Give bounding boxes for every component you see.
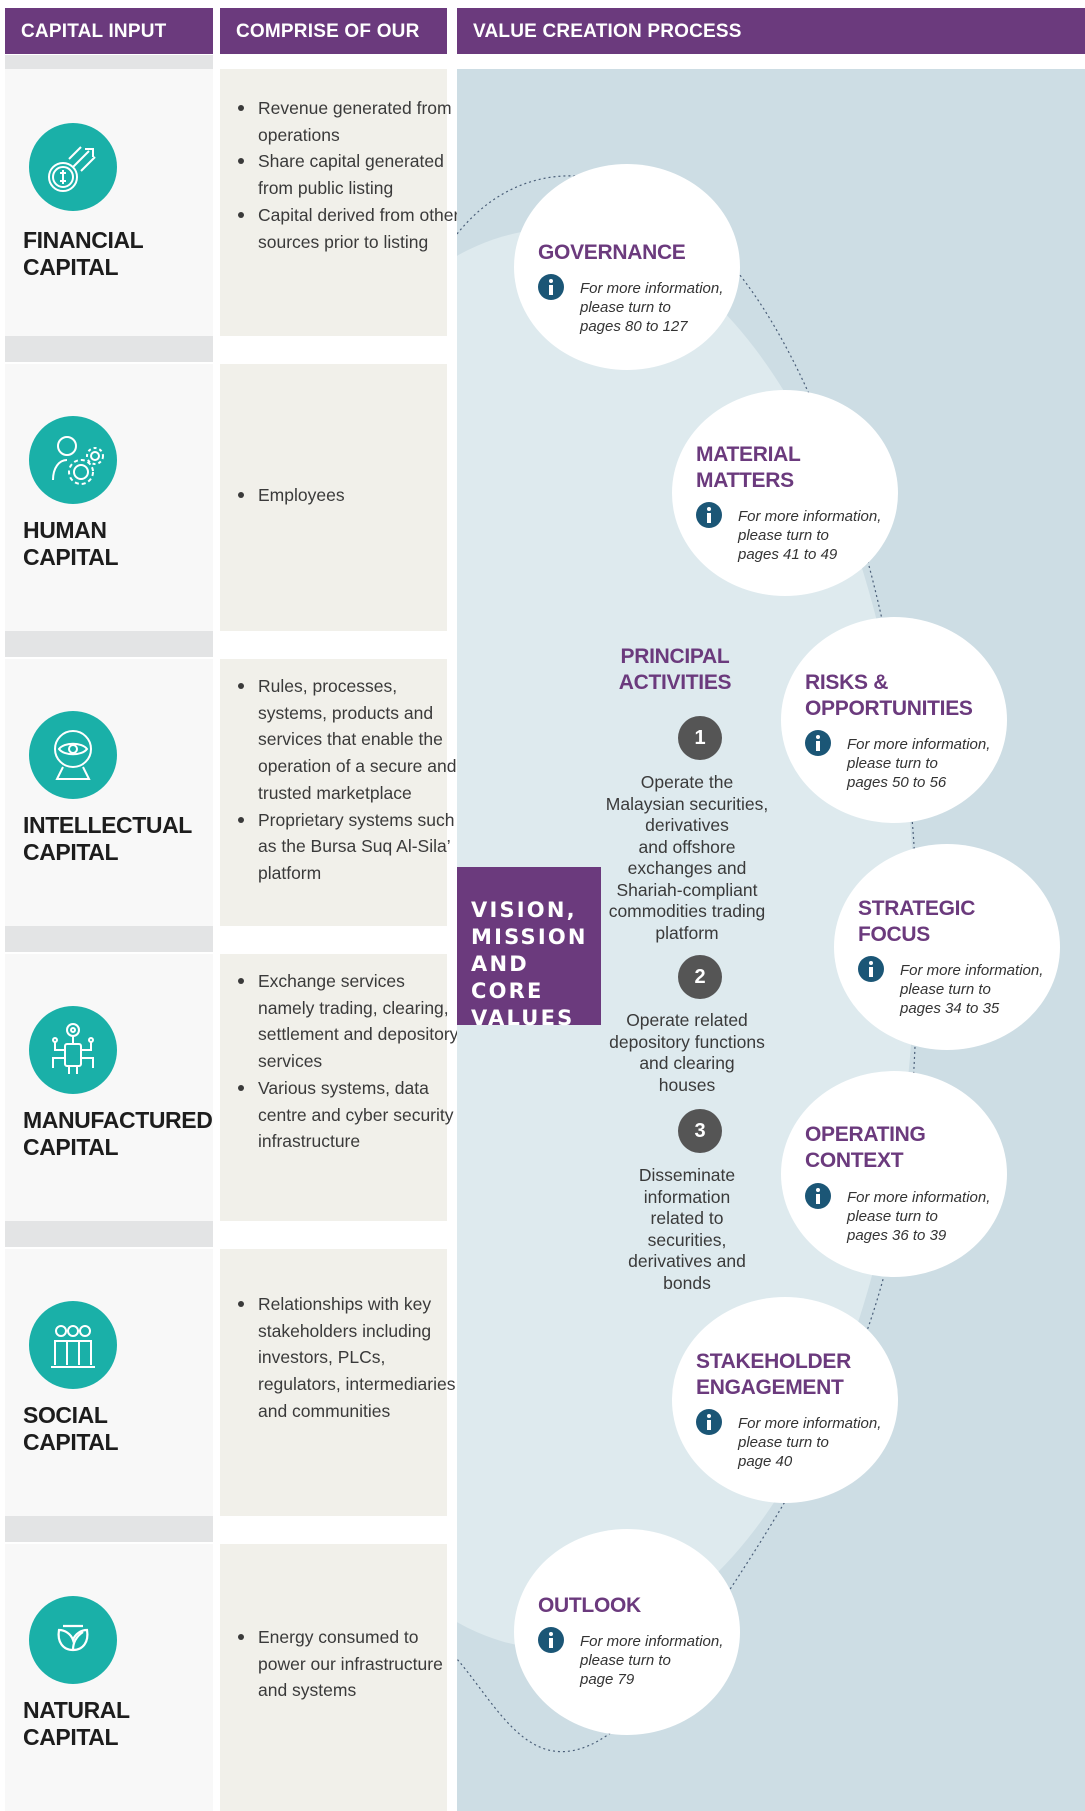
people-group-icon: [29, 1301, 117, 1389]
eye-head-icon: [29, 711, 117, 799]
separator: [5, 1516, 213, 1542]
bubble-note: For more information, please turn to pag…: [847, 736, 991, 791]
separator: [5, 55, 213, 69]
separator: [5, 926, 213, 952]
separator: [5, 631, 213, 657]
list-item: Rules, processes, systems, products and …: [238, 673, 463, 807]
money-growth-icon: [29, 123, 117, 211]
list-item: Share capital generated from public list…: [238, 148, 463, 201]
separator: [5, 336, 213, 362]
list-item: Revenue generated from operations: [238, 95, 463, 148]
stakeholder-engagement-bubble: STAKEHOLDER ENGAGEMENT For more informat…: [672, 1297, 898, 1503]
principal-activities-title: PRINCIPAL ACTIVITIES: [618, 645, 732, 694]
bubble-title: MATERIAL MATTERS: [696, 443, 801, 492]
bubble-note: For more information, please turn to pag…: [580, 280, 724, 335]
list-item: Proprietary systems such as the Bursa Su…: [238, 807, 463, 887]
social-capital-cell: SOCIAL CAPITAL: [5, 1249, 213, 1516]
activity-number-1: 1: [678, 716, 722, 760]
info-icon: [805, 1183, 831, 1209]
activity-text-2: Operate related depository functions and…: [609, 1010, 765, 1095]
bubble-title: RISKS & OPPORTUNITIES: [805, 671, 973, 720]
human-capital-cell: HUMAN CAPITAL: [5, 364, 213, 631]
social-capital-comprise: Relationships with key stakeholders incl…: [220, 1249, 455, 1516]
natural-capital-comprise: Energy consumed to power our infrastruct…: [220, 1544, 447, 1811]
info-icon: [696, 1409, 722, 1435]
person-gears-icon: [29, 416, 117, 504]
governance-bubble: GOVERNANCE For more information, please …: [514, 164, 740, 370]
strategic-focus-bubble: STRATEGIC FOCUS For more information, pl…: [834, 844, 1060, 1050]
comprise-header: COMPRISE OF OUR: [220, 8, 447, 54]
human-capital-comprise: Employees: [220, 364, 447, 631]
info-icon: [858, 956, 884, 982]
financial-capital-cell: FINANCIAL CAPITAL: [5, 69, 213, 336]
bubble-title: OPERATING CONTEXT: [805, 1123, 926, 1172]
manufactured-capital-cell: MANUFACTURED CAPITAL: [5, 954, 213, 1221]
financial-capital-title: FINANCIAL CAPITAL: [23, 227, 144, 280]
material-matters-bubble: MATERIAL MATTERS For more information, p…: [672, 390, 898, 596]
bubble-note: For more information, please turn to pag…: [738, 508, 882, 563]
bubble-title: GOVERNANCE: [538, 241, 686, 264]
financial-capital-comprise: Revenue generated from operations Share …: [220, 69, 459, 336]
list-item: Capital derived from other sources prior…: [238, 202, 463, 255]
bubble-title: STAKEHOLDER ENGAGEMENT: [696, 1350, 851, 1399]
capital-input-header: CAPITAL INPUT: [5, 8, 213, 54]
info-icon: [696, 502, 722, 528]
list-item: Exchange services namely trading, cleari…: [238, 968, 463, 1075]
operating-context-bubble: OPERATING CONTEXT For more information, …: [781, 1071, 1007, 1277]
bubble-title: OUTLOOK: [538, 1594, 641, 1617]
vision-mission-box: VISION, MISSION AND CORE VALUES: [457, 867, 601, 1030]
activity-number-2: 2: [678, 955, 722, 999]
leaf-icon: [29, 1596, 117, 1684]
bubble-note: For more information, please turn to pag…: [738, 1415, 882, 1470]
value-creation-header: VALUE CREATION PROCESS: [457, 8, 1085, 54]
natural-capital-title: NATURAL CAPITAL: [23, 1697, 130, 1750]
list-item: Energy consumed to power our infrastruct…: [238, 1624, 463, 1704]
intellectual-capital-cell: INTELLECTUAL CAPITAL: [5, 659, 213, 926]
risks-opportunities-bubble: RISKS & OPPORTUNITIES For more informati…: [781, 617, 1007, 823]
social-capital-title: SOCIAL CAPITAL: [23, 1402, 119, 1455]
activity-number-3: 3: [678, 1109, 722, 1153]
bubble-note: For more information, please turn to pag…: [580, 1633, 724, 1688]
activity-text-3: Disseminate information related to secur…: [628, 1165, 746, 1293]
outlook-bubble: OUTLOOK For more information, please tur…: [514, 1529, 740, 1735]
intellectual-capital-title: INTELLECTUAL CAPITAL: [23, 812, 192, 865]
intellectual-capital-comprise: Rules, processes, systems, products and …: [220, 659, 456, 926]
manufactured-capital-comprise: Exchange services namely trading, cleari…: [220, 954, 458, 1221]
info-icon: [805, 730, 831, 756]
bubble-note: For more information, please turn to pag…: [847, 1189, 991, 1244]
bubble-note: For more information, please turn to pag…: [900, 962, 1044, 1017]
list-item: Various systems, data centre and cyber s…: [238, 1075, 463, 1155]
separator: [5, 1221, 213, 1247]
list-item: Employees: [238, 482, 463, 509]
info-icon: [538, 274, 564, 300]
info-icon: [538, 1627, 564, 1653]
natural-capital-cell: NATURAL CAPITAL: [5, 1544, 213, 1811]
bubble-title: STRATEGIC FOCUS: [858, 897, 976, 946]
circuit-money-icon: [29, 1006, 117, 1094]
activity-text-1: Operate the Malaysian securities, deriva…: [605, 772, 769, 943]
list-item: Relationships with key stakeholders incl…: [238, 1291, 463, 1425]
manufactured-capital-title: MANUFACTURED CAPITAL: [23, 1107, 213, 1160]
value-creation-panel: VISION, MISSION AND CORE VALUES PRINCIPA…: [457, 69, 1085, 1811]
human-capital-title: HUMAN CAPITAL: [23, 517, 119, 570]
